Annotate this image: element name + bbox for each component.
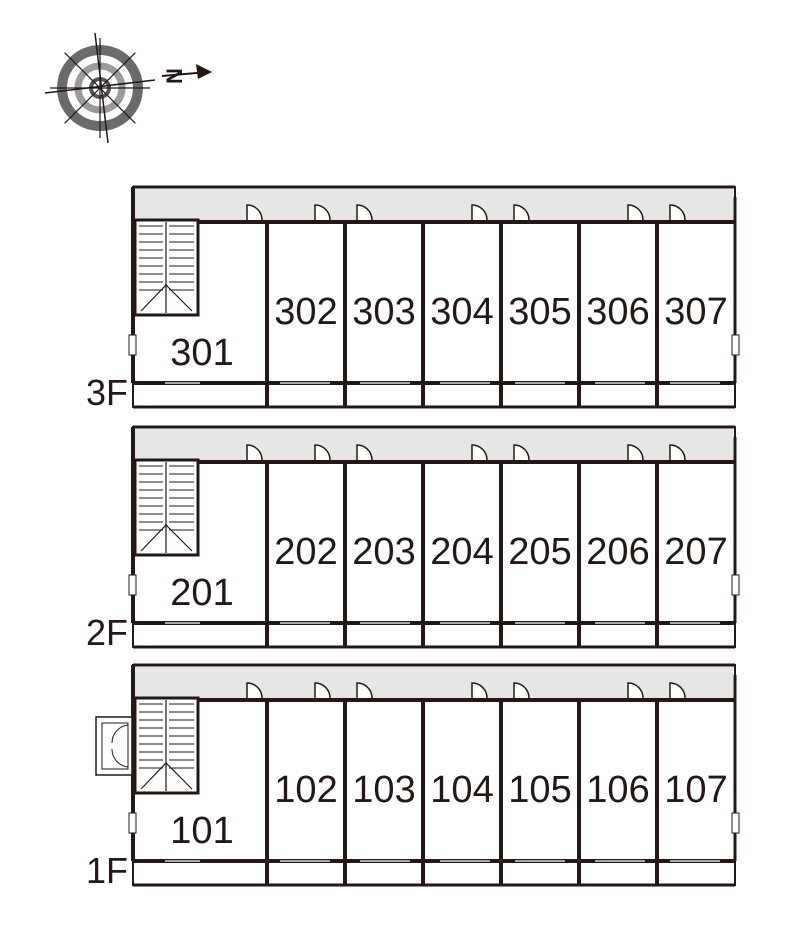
compass-spoke xyxy=(64,52,101,89)
door-swing-icon xyxy=(246,682,263,699)
window-mark xyxy=(128,812,137,834)
stair-landing-mark xyxy=(140,524,193,552)
unit-label: 204 xyxy=(430,531,493,573)
unit-label: 303 xyxy=(352,291,415,333)
door-swing-icon xyxy=(356,682,373,699)
unit-label: 201 xyxy=(170,572,233,614)
door-swing-icon xyxy=(314,682,331,699)
compass-north-arrowhead xyxy=(196,64,212,79)
entrance-door-arc xyxy=(111,748,129,768)
door-swing-icon xyxy=(627,444,644,461)
door-swing-icon xyxy=(246,444,263,461)
stair-landing-mark xyxy=(140,284,193,312)
door-swing-icon xyxy=(513,204,530,221)
compass-rose-icon: N xyxy=(44,32,212,144)
unit-label: 302 xyxy=(274,291,337,333)
compass-axis xyxy=(44,79,156,94)
unit-label: 107 xyxy=(664,769,727,811)
unit-label: 104 xyxy=(430,769,493,811)
unit-label: 103 xyxy=(352,769,415,811)
stair-landing xyxy=(135,429,198,462)
unit-label: 301 xyxy=(170,332,233,374)
compass-north-label: N xyxy=(162,68,187,84)
unit-label: 106 xyxy=(586,769,649,811)
unit-label: 306 xyxy=(586,291,649,333)
window-mark xyxy=(128,574,137,596)
entrance-door-icon xyxy=(95,716,133,776)
unit-label: 206 xyxy=(586,531,649,573)
floor-label: 1F xyxy=(86,850,128,891)
unit-label: 105 xyxy=(508,769,571,811)
compass-spoke xyxy=(99,87,136,124)
unit-label: 304 xyxy=(430,291,493,333)
window-mark xyxy=(731,334,740,356)
door-swing-icon xyxy=(513,444,530,461)
door-swing-icon xyxy=(314,204,331,221)
door-swing-icon xyxy=(471,204,488,221)
floor-label: 2F xyxy=(86,612,128,653)
unit-label: 307 xyxy=(664,291,727,333)
stair-landing xyxy=(135,189,198,222)
entrance-door-arc xyxy=(111,724,129,744)
stair-landing xyxy=(135,667,198,700)
unit-label: 102 xyxy=(274,769,337,811)
door-swing-icon xyxy=(246,204,263,221)
door-swing-icon xyxy=(627,682,644,699)
unit-label: 205 xyxy=(508,531,571,573)
unit-label: 203 xyxy=(352,531,415,573)
door-swing-icon xyxy=(669,682,686,699)
door-swing-icon xyxy=(513,682,530,699)
door-swing-icon xyxy=(669,204,686,221)
compass-axis xyxy=(94,32,109,144)
door-swing-icon xyxy=(627,204,644,221)
floor-1f: 101 102 103 104 105 106 107 1F xyxy=(86,663,740,891)
window-mark xyxy=(731,812,740,834)
unit-label: 207 xyxy=(664,531,727,573)
compass-spoke xyxy=(64,87,101,124)
window-mark xyxy=(731,574,740,596)
door-swing-icon xyxy=(471,444,488,461)
floor-2f: 201 202 203 204 205 206 207 2F xyxy=(86,425,740,653)
floor-label: 3F xyxy=(86,372,128,413)
door-swing-icon xyxy=(356,204,373,221)
door-swing-icon xyxy=(471,682,488,699)
door-swing-icon xyxy=(669,444,686,461)
window-mark xyxy=(128,334,137,356)
unit-label: 101 xyxy=(170,810,233,852)
compass-spoke xyxy=(99,52,136,89)
floor-3f: 301 302 303 304 305 306 307 3F xyxy=(86,185,740,413)
unit-label: 305 xyxy=(508,291,571,333)
entrance-inner xyxy=(101,722,129,770)
door-swing-icon xyxy=(356,444,373,461)
door-swing-icon xyxy=(314,444,331,461)
unit-label: 202 xyxy=(274,531,337,573)
stair-landing-mark xyxy=(140,762,193,790)
